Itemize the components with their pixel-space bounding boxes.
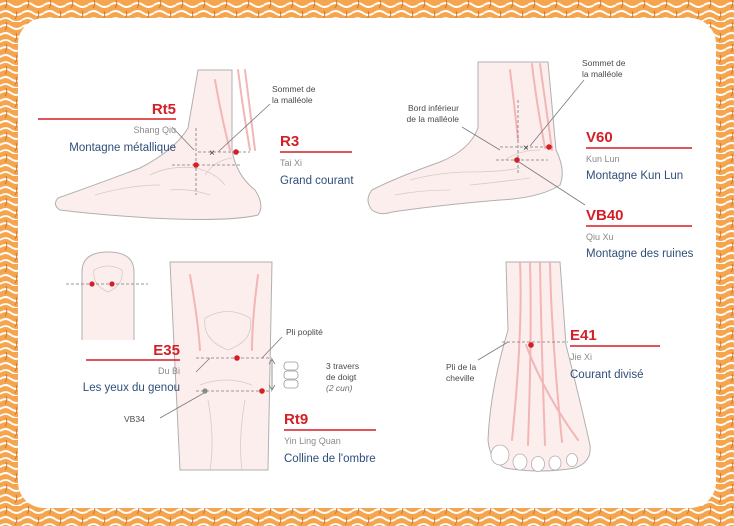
rt9-code: Rt9 [284, 411, 308, 428]
pli-poplite-label: Pli poplité [286, 327, 323, 337]
e41-name: Courant divisé [570, 369, 644, 381]
pli-cheville-leader [477, 341, 509, 361]
malleolus-top-marker-right: × [523, 143, 529, 154]
vb34-leader [159, 392, 205, 419]
vb34-label: VB34 [124, 414, 145, 424]
r3-point [233, 149, 239, 155]
rt5-name: Montagne métallique [69, 142, 176, 154]
e41-pinyin: Jie Xi [570, 352, 592, 362]
r3-name: Grand courant [280, 175, 354, 187]
rt5-leader [171, 126, 195, 151]
rt5-point [193, 162, 199, 168]
vb40-pinyin: Qiu Xu [586, 232, 614, 242]
rt9-name: Colline de l'ombre [284, 453, 376, 465]
e35-name: Les yeux du genou [83, 382, 180, 394]
e35-code: E35 [153, 342, 180, 359]
v60-name: Montagne Kun Lun [586, 170, 683, 182]
malleolus-top-marker-left: × [209, 148, 215, 159]
inset-point-right [109, 281, 115, 287]
r3-code: R3 [280, 133, 299, 150]
rt9-point [259, 388, 265, 394]
travers-line2: de doigt [326, 372, 357, 382]
v60-code: V60 [586, 129, 613, 146]
front-foot-illustration [487, 261, 591, 472]
finger-width-icon [283, 361, 299, 389]
lateral-foot-illustration [367, 61, 563, 215]
pli-cheville-line2: cheville [446, 373, 475, 383]
vb40-leader [518, 161, 586, 206]
sommet-left-leader [217, 103, 271, 153]
e41-point [528, 342, 534, 348]
rt5-pinyin: Shang Qiu [133, 125, 176, 135]
rt9-pinyin: Yin Ling Quan [284, 436, 341, 446]
vb40-name: Montagne des ruines [586, 248, 694, 260]
sommet-right-line1: Sommet de [582, 58, 626, 68]
vb40-code: VB40 [586, 207, 624, 224]
e41-code: E41 [570, 327, 597, 344]
bord-inferieur-leader [461, 126, 501, 151]
e35-point [234, 355, 240, 361]
inset-point-left [89, 281, 95, 287]
vb40-point [514, 157, 520, 163]
e35-leader [195, 357, 211, 373]
v60-point [546, 144, 552, 150]
bord-inferieur-line1: Bord inférieur [408, 103, 459, 113]
sommet-right-line2: la malléole [582, 69, 623, 79]
rt5-code: Rt5 [152, 101, 176, 118]
sommet-right-leader [529, 79, 585, 147]
sommet-left-line2: la malléole [272, 95, 313, 105]
e35-pinyin: Du Bi [158, 366, 180, 376]
sommet-left-line1: Sommet de [272, 84, 316, 94]
cun-label: (2 cun) [326, 383, 353, 393]
travers-line1: 3 travers [326, 361, 359, 371]
vb34-point [202, 388, 208, 394]
medial-foot-illustration [54, 69, 262, 220]
pli-poplite-leader [261, 336, 283, 359]
bord-inferieur-line2: de la malléole [407, 114, 460, 124]
pli-cheville-line1: Pli de la [446, 362, 477, 372]
v60-pinyin: Kun Lun [586, 154, 620, 164]
r3-pinyin: Tai Xi [280, 158, 302, 168]
knee-illustration [169, 261, 273, 471]
kneecap-inset [81, 251, 135, 340]
cun-arrow-heads [268, 358, 276, 391]
